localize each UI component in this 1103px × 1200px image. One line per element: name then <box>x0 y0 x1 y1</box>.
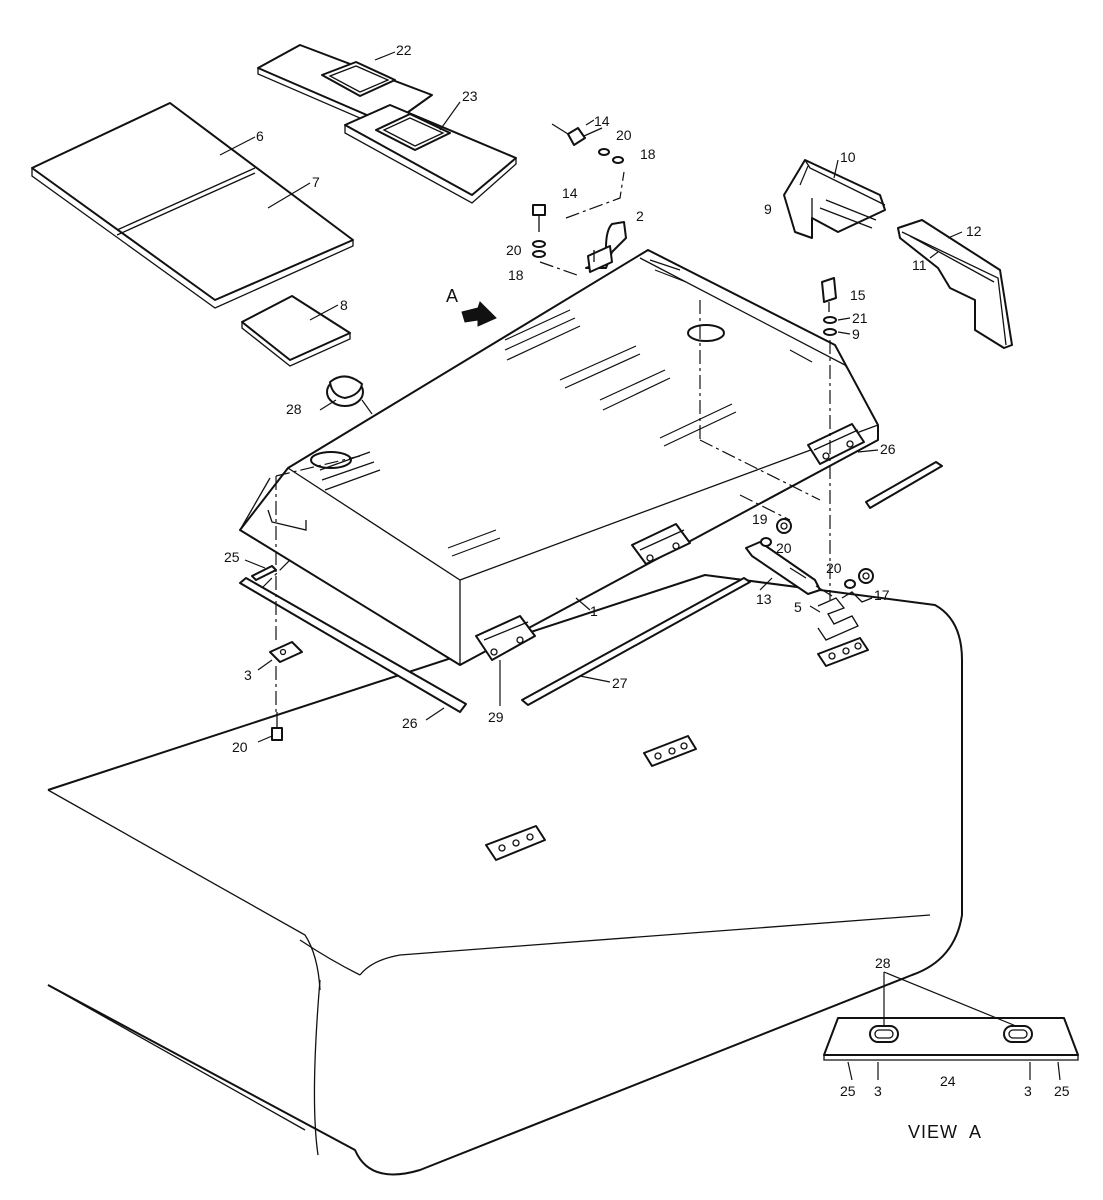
cover-hinge-mid <box>631 523 691 565</box>
view-a-inset: 28 25 3 24 3 25 VIEW A <box>823 955 1079 1142</box>
label-28: 28 <box>286 401 302 417</box>
knob-28 <box>326 375 364 407</box>
view-a-title: VIEW A <box>908 1122 982 1142</box>
label-26-left: 26 <box>402 715 418 731</box>
main-cover <box>239 249 879 666</box>
label-9-upper: 9 <box>764 201 772 217</box>
label-18-left: 18 <box>508 267 524 283</box>
label-23: 23 <box>462 88 478 104</box>
label-20-bottom: 20 <box>232 739 248 755</box>
base-hinge-plate-3 <box>817 637 869 667</box>
label-29: 29 <box>488 709 504 725</box>
washer-20-c <box>760 537 772 547</box>
bolt-14-top <box>551 123 624 164</box>
view-a-label-28: 28 <box>875 955 891 971</box>
label-1: 1 <box>590 603 598 619</box>
cover-hinge-front <box>475 615 536 661</box>
label-14-left: 14 <box>562 185 578 201</box>
view-a-label-3-right: 3 <box>1024 1083 1032 1099</box>
label-3: 3 <box>244 667 252 683</box>
leader-lines <box>219 51 963 743</box>
panel-8 <box>241 295 351 367</box>
label-a: A <box>446 286 459 306</box>
seal-11-12 <box>897 219 1013 349</box>
guide-lines <box>261 171 831 712</box>
panel-23 <box>344 104 517 204</box>
label-20-top: 20 <box>616 127 632 143</box>
label-9-lower: 9 <box>852 326 860 342</box>
strip-26-left <box>239 577 467 713</box>
seal-9-10 <box>783 159 886 239</box>
label-18-top: 18 <box>640 146 656 162</box>
label-19: 19 <box>752 511 768 527</box>
label-22: 22 <box>396 42 412 58</box>
screw-20-bottom <box>271 712 283 741</box>
label-20-mid: 20 <box>776 540 792 556</box>
plate-3 <box>269 641 303 663</box>
label-13: 13 <box>756 591 772 607</box>
view-a-label-3-left: 3 <box>874 1083 882 1099</box>
strip-26-right <box>865 461 943 509</box>
label-27: 27 <box>612 675 628 691</box>
label-7: 7 <box>312 174 320 190</box>
view-arrow-a <box>461 301 497 327</box>
cover-vents <box>319 259 813 557</box>
label-10: 10 <box>840 149 856 165</box>
label-2: 2 <box>636 208 644 224</box>
nut-19 <box>776 518 792 534</box>
label-8: 8 <box>340 297 348 313</box>
label-25: 25 <box>224 549 240 565</box>
cover-hinge-rear <box>807 423 865 465</box>
nut-17 <box>844 568 874 589</box>
label-20-left: 20 <box>506 242 522 258</box>
label-15: 15 <box>850 287 866 303</box>
strip-27 <box>521 577 751 706</box>
base-housing <box>47 574 963 1176</box>
base-hinge-plate-2 <box>643 735 697 767</box>
bracket-2 <box>585 221 627 273</box>
label-21: 21 <box>852 310 868 326</box>
view-a-label-25-left: 25 <box>840 1083 856 1099</box>
bracket-5 <box>817 591 873 641</box>
label-17: 17 <box>874 587 890 603</box>
label-26-right: 26 <box>880 441 896 457</box>
label-5: 5 <box>794 599 802 615</box>
label-11: 11 <box>912 257 927 273</box>
label-14-top: 14 <box>594 113 610 129</box>
bolt-15 <box>821 277 837 336</box>
callout-labels: 22 23 6 7 8 14 20 18 14 20 18 2 10 9 12 … <box>224 42 982 755</box>
label-20-right: 20 <box>826 560 842 576</box>
label-6: 6 <box>256 128 264 144</box>
view-a-label-24: 24 <box>940 1073 956 1089</box>
bolt-14-left <box>532 204 546 258</box>
base-hinge-plate-1 <box>485 825 546 861</box>
label-12: 12 <box>966 223 982 239</box>
view-a-label-25-right: 25 <box>1054 1083 1070 1099</box>
panel-6-7 <box>31 102 354 309</box>
